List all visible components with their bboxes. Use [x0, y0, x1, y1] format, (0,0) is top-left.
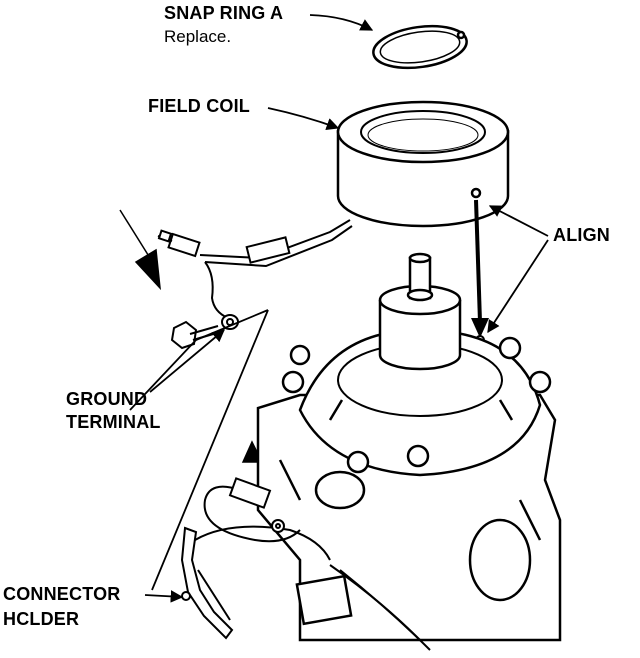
- snap-ring-note: Replace.: [164, 27, 232, 46]
- snap-ring-label: SNAP RING A: [164, 3, 284, 23]
- callout-lines: [129, 14, 549, 603]
- ground-terminal-label-line2: TERMINAL: [66, 412, 161, 432]
- align-guide: [471, 199, 489, 345]
- snap-ring-a: [372, 24, 468, 70]
- harness-wiring: [194, 477, 431, 651]
- ground-terminal-label-line1: GROUND: [66, 389, 148, 409]
- ground-bolt: [170, 314, 239, 350]
- coil-wires: [199, 219, 353, 319]
- connector-holder-label-line1: CONNECTOR: [3, 584, 121, 604]
- align-label: ALIGN: [553, 225, 610, 245]
- connector-holder-bracket: [180, 526, 234, 640]
- direction-arrow-upper: [119, 209, 161, 291]
- field-coil-label: FIELD COIL: [148, 96, 250, 116]
- connector-holder-label-line2: HCLDER: [3, 609, 80, 629]
- compressor: [256, 252, 562, 642]
- wire-connector-plug: [157, 229, 201, 258]
- field-coil: [336, 100, 510, 228]
